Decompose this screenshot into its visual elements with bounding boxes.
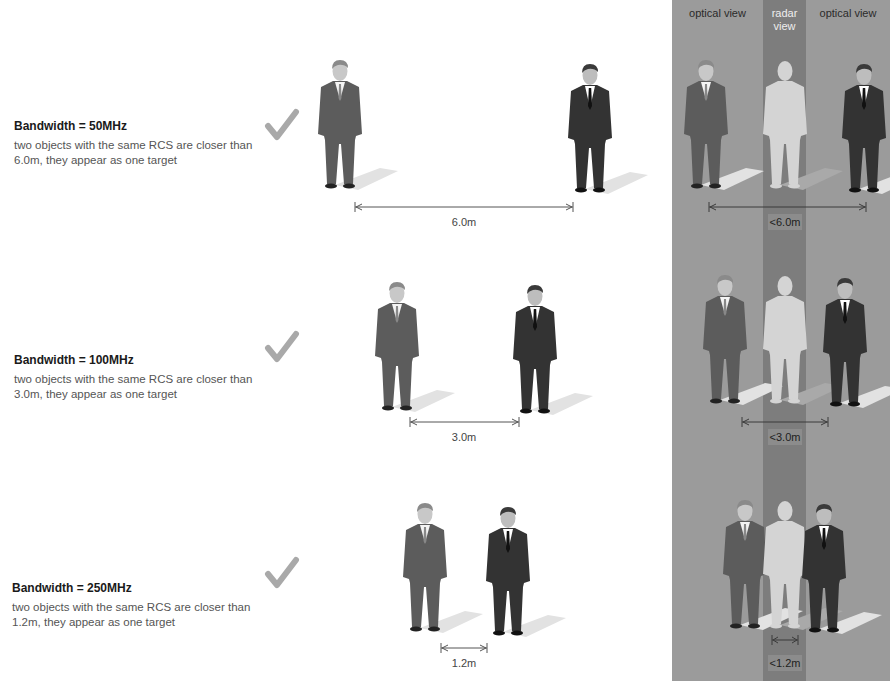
- radar-view-band: radar view: [763, 0, 806, 39]
- distance-label: <3.0m: [768, 429, 803, 445]
- optical-view-band: optical view: [672, 0, 763, 26]
- band-heading: radar view: [765, 7, 804, 33]
- bandwidth-heading: Bandwidth = 100MHz: [14, 353, 134, 369]
- optical-view-band: optical view: [806, 0, 890, 26]
- dimension-line: [709, 202, 866, 645]
- distance-label: 1.2m: [452, 656, 476, 670]
- person-figure: [318, 60, 648, 637]
- person-figure: [684, 60, 890, 634]
- dimension-line: [355, 202, 573, 653]
- bandwidth-heading: Bandwidth = 250MHz: [12, 581, 132, 597]
- resolution-note: two objects with the same RCS are closer…: [14, 372, 264, 402]
- check-mark: [268, 112, 296, 585]
- distance-label: <1.2m: [768, 655, 803, 671]
- distance-label: <6.0m: [768, 214, 803, 230]
- band-heading: optical view: [808, 7, 888, 20]
- distance-label: 6.0m: [452, 215, 476, 229]
- resolution-note: two objects with the same RCS are closer…: [12, 600, 262, 630]
- distance-label: 3.0m: [452, 430, 476, 444]
- bandwidth-heading: Bandwidth = 50MHz: [14, 119, 127, 135]
- resolution-note: two objects with the same RCS are closer…: [14, 138, 264, 168]
- band-heading: optical view: [674, 7, 761, 20]
